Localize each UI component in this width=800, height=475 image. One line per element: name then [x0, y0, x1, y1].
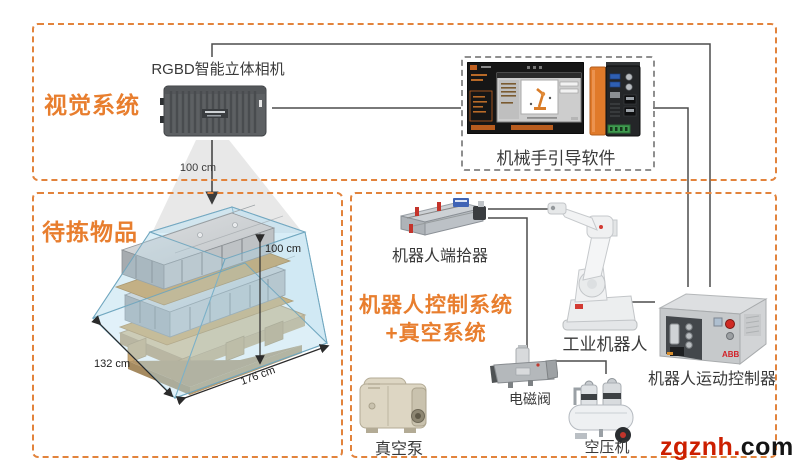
guidance-software-screenshot — [467, 62, 584, 134]
air-compressor-label: 空压机 — [584, 439, 630, 456]
robot-system-title-line1: 机器人控制系统 — [359, 294, 513, 317]
watermark-tld: com — [740, 433, 794, 461]
vision-system-box — [32, 23, 777, 181]
solenoid-valve-illustration — [490, 345, 558, 388]
vision-system-title: 视觉系统 — [44, 92, 140, 118]
dim-height-label: 100 cm — [265, 243, 301, 255]
watermark: zgznh.com — [660, 433, 794, 462]
end-effector-illustration — [400, 198, 486, 236]
watermark-dot: . — [733, 433, 741, 461]
vision-ipc-illustration — [589, 62, 641, 137]
camera-distance-label: 100 cm — [179, 162, 216, 174]
controller-brand-text: ABB — [722, 350, 740, 359]
items-box — [32, 192, 343, 458]
dim-depth-label: 132 cm — [94, 358, 130, 370]
watermark-site: zgznh — [660, 433, 734, 461]
industrial-robot-label: 工业机器人 — [562, 335, 648, 354]
software-label: 机械手引导软件 — [496, 149, 616, 168]
air-compressor-illustration — [568, 378, 634, 443]
solenoid-valve-label: 电磁阀 — [509, 391, 551, 407]
items-title: 待拣物品 — [42, 219, 138, 245]
vacuum-pump-label: 真空泵 — [374, 441, 423, 458]
robot-system-title: 机器人控制系统 +真空系统 — [350, 292, 522, 347]
industrial-robot-illustration — [547, 202, 638, 331]
motion-controller-label: 机器人运动控制器 — [647, 371, 776, 388]
motion-controller-illustration: ABB — [658, 293, 768, 366]
rgbd-camera-illustration — [160, 85, 267, 137]
vacuum-pump-illustration — [359, 377, 427, 433]
robot-system-title-line2: +真空系统 — [385, 321, 487, 345]
camera-label: RGBD智能立体相机 — [151, 61, 285, 78]
end-effector-label: 机器人端拾器 — [391, 248, 488, 265]
